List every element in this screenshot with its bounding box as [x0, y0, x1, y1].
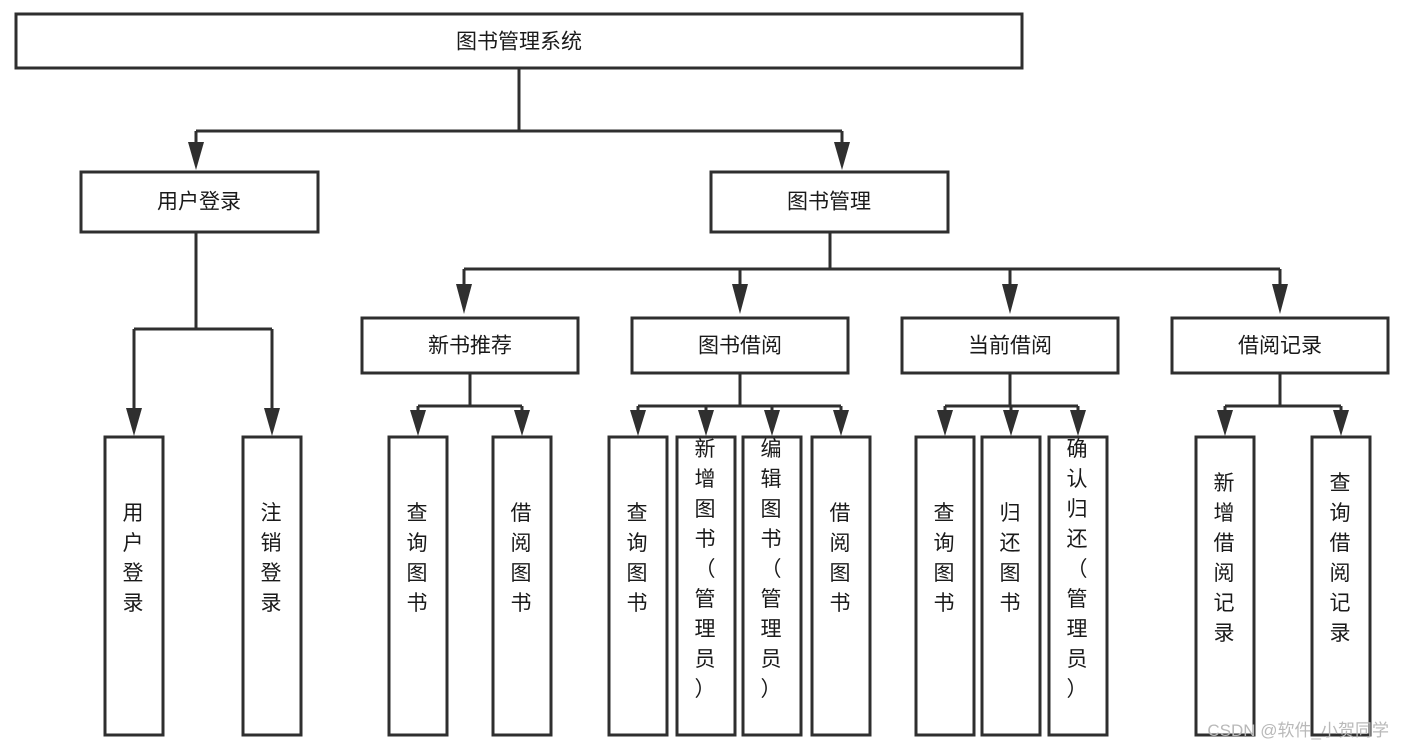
leaf-node[interactable]: 新增借阅记录	[1194, 435, 1256, 737]
node-book-management-label: 图书管理	[787, 191, 871, 214]
leaf-label-vertical: 查询借阅记录	[1330, 472, 1353, 645]
node-user-login-label: 用户登录	[157, 191, 241, 214]
leaf-label-vertical: 归还图书	[1000, 502, 1023, 615]
arrow-head-icon	[188, 142, 204, 170]
node-new-book-recommend-label: 新书推荐	[428, 335, 512, 358]
arrow-head-icon	[1333, 410, 1349, 436]
node-current-borrow-label: 当前借阅	[968, 335, 1052, 358]
connector-root-to-level2	[188, 68, 850, 170]
arrow-head-icon	[410, 410, 426, 436]
arrow-head-icon	[630, 410, 646, 436]
leaf-node[interactable]: 确认归还（管理员）	[1047, 435, 1109, 737]
leaf-label-vertical: 确认归还（管理员）	[1067, 438, 1090, 701]
leaf-node[interactable]: 借阅图书	[810, 435, 872, 737]
leaf-node[interactable]: 查询图书	[387, 435, 449, 737]
leaf-node[interactable]: 归还图书	[980, 435, 1042, 737]
leaf-node[interactable]: 新增图书（管理员）	[675, 435, 737, 737]
arrow-head-icon	[126, 408, 142, 436]
connector-newbook-to-leaves	[410, 373, 530, 436]
leaf-label-vertical: 新增借阅记录	[1214, 472, 1237, 645]
connector-record-to-leaves	[1217, 373, 1349, 436]
node-new-book-recommend[interactable]: 新书推荐	[360, 316, 580, 375]
leaf-node[interactable]: 借阅图书	[491, 435, 553, 737]
arrow-head-icon	[1002, 284, 1018, 314]
arrow-head-icon	[456, 284, 472, 314]
arrow-head-icon	[698, 410, 714, 436]
node-book-management[interactable]: 图书管理	[709, 170, 950, 234]
arrow-head-icon	[833, 410, 849, 436]
leaf-label-vertical: 注销登录	[261, 502, 284, 615]
leaf-node[interactable]: 查询借阅记录	[1310, 435, 1372, 737]
connector-bookmgmt-to-level3	[456, 232, 1288, 314]
node-user-login[interactable]: 用户登录	[79, 170, 320, 234]
leaf-label-vertical: 借阅图书	[511, 502, 534, 615]
leaf-label-vertical: 查询图书	[934, 502, 957, 615]
arrow-head-icon	[1070, 410, 1086, 436]
node-borrow-record[interactable]: 借阅记录	[1170, 316, 1390, 375]
arrow-head-icon	[514, 410, 530, 436]
arrow-head-icon	[1003, 410, 1019, 436]
arrow-head-icon	[264, 408, 280, 436]
node-book-borrow[interactable]: 图书借阅	[630, 316, 850, 375]
leaf-node[interactable]: 注销登录	[241, 435, 303, 737]
leaf-label-vertical: 用户登录	[123, 502, 146, 615]
leaf-node[interactable]: 查询图书	[914, 435, 976, 737]
node-current-borrow[interactable]: 当前借阅	[900, 316, 1120, 375]
leaf-label-vertical: 编辑图书（管理员）	[761, 438, 784, 701]
leaf-label-vertical: 借阅图书	[830, 502, 853, 615]
arrow-head-icon	[1217, 410, 1233, 436]
leaf-node[interactable]: 编辑图书（管理员）	[741, 435, 803, 737]
leaf-node[interactable]: 用户登录	[103, 435, 165, 737]
leaf-label-vertical: 新增图书（管理员）	[695, 438, 718, 701]
node-root-label: 图书管理系统	[456, 31, 582, 54]
leaf-node[interactable]: 查询图书	[607, 435, 669, 737]
connector-borrow-to-leaves	[630, 373, 849, 436]
arrow-head-icon	[834, 142, 850, 170]
leaf-label-vertical: 查询图书	[407, 502, 430, 615]
connector-userlogin-to-leaves	[126, 232, 280, 436]
arrow-head-icon	[732, 284, 748, 314]
node-root[interactable]: 图书管理系统	[14, 12, 1024, 70]
connector-current-to-leaves	[937, 373, 1086, 436]
arrow-head-icon	[1272, 284, 1288, 314]
leaf-label-vertical: 查询图书	[627, 502, 650, 615]
arrow-head-icon	[764, 410, 780, 436]
arrow-head-icon	[937, 410, 953, 436]
node-book-borrow-label: 图书借阅	[698, 335, 782, 358]
node-borrow-record-label: 借阅记录	[1238, 335, 1322, 358]
